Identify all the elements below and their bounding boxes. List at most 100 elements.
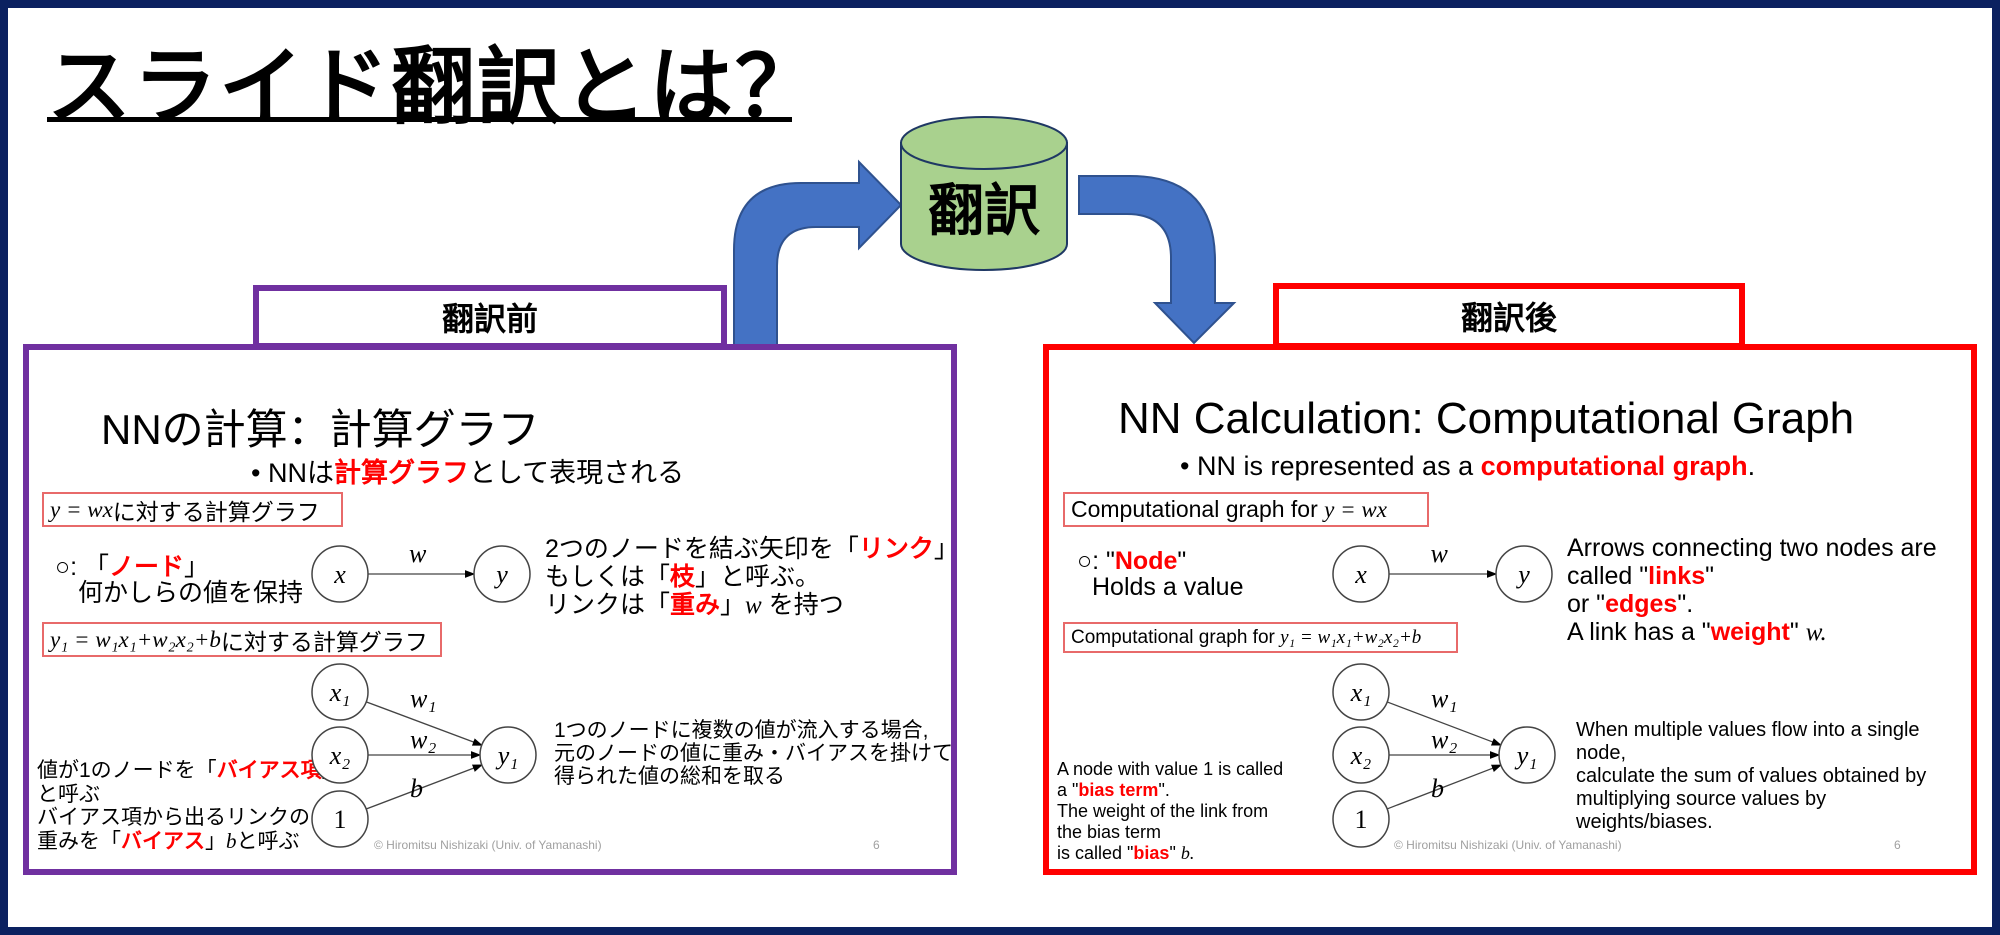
text: Computational graph for (1071, 496, 1318, 522)
text: ". (1677, 590, 1694, 618)
text: に対する計算グラフ (220, 628, 428, 655)
after-page-number: 6 (1894, 838, 1901, 852)
text: を持つ (768, 591, 844, 619)
text: a " (1057, 780, 1079, 800)
variable: w (745, 592, 762, 619)
highlight: 枝 (670, 563, 696, 591)
formula-box-multi: Computational graph for y₁ = w₁x₁+w₂x₂+b (1063, 622, 1458, 653)
highlight: bias (1133, 843, 1170, 863)
formula: y₁ = w₁x₁+w₂x₂+b (50, 626, 221, 652)
highlight: ノード (109, 553, 185, 581)
text: is called " (1057, 843, 1134, 863)
text: node, (1576, 742, 1627, 764)
variable: b (226, 828, 237, 853)
text: A link has a " (1567, 618, 1711, 646)
text: リンクは「 (545, 591, 671, 619)
text: 得られた値の総和を取る (554, 765, 785, 788)
text: multiplying source values by (1576, 788, 1827, 810)
arrow-from-translator (1078, 175, 1237, 345)
text: 値が1のノードを「 (37, 759, 217, 782)
link-description: Arrows connecting two nodes are called "… (1567, 534, 1937, 647)
formula: y₁ = w₁x₁+w₂x₂+b (1280, 626, 1422, 648)
text: バイアス項から出るリンクの (37, 806, 310, 829)
formula-box-multi: y₁ = w₁x₁+w₂x₂+b に対する計算グラフ (42, 622, 442, 657)
text: ○: 「 (55, 553, 109, 581)
before-label: 翻訳前 (253, 285, 727, 349)
bias-description: A node with value 1 is called a "bias te… (1057, 759, 1283, 864)
formula-box-simple: Computational graph for y = wx (1063, 492, 1429, 527)
node-description: 何かしらの値を保持 (78, 579, 304, 607)
text: 1つのノードに複数の値が流入する場合, (554, 719, 929, 742)
variable: w. (1805, 619, 1827, 646)
text: • NN is represented as a (1180, 451, 1481, 481)
text: 」 (205, 829, 226, 853)
text: • NNは (251, 458, 334, 488)
text: weights/biases. (1576, 811, 1713, 833)
highlight: バイアス (121, 829, 205, 853)
after-label-text: 翻訳後 (1460, 300, 1557, 336)
title-underline (47, 117, 792, 122)
text: 」 (720, 591, 746, 619)
text: ○: " (1077, 547, 1115, 575)
text: に対する計算グラフ (112, 498, 320, 525)
translator-label: 翻訳 (928, 179, 1040, 242)
before-label-text: 翻訳前 (441, 301, 538, 337)
text: Arrows connecting two nodes are (1567, 534, 1937, 562)
node-definition: ○: 「ノード」 (55, 547, 209, 583)
bias-description: 値が1のノードを「バイアス項」 と呼ぶ バイアス項から出るリンクの 重みを「バイ… (37, 759, 343, 853)
text: と呼ぶ (37, 782, 100, 806)
after-label: 翻訳後 (1273, 283, 1745, 349)
text: 」 (184, 553, 210, 581)
after-bullet: • NN is represented as a computational g… (1180, 451, 1755, 482)
highlight: Node (1114, 547, 1178, 575)
before-heading: NNの計算：計算グラフ (101, 406, 540, 453)
text: ". (1158, 780, 1170, 800)
highlight: bias term (1078, 780, 1159, 800)
before-slide (23, 344, 957, 875)
node-definition: ○: "Node" (1077, 547, 1186, 576)
formula: y = wx (50, 496, 113, 522)
before-page-number: 6 (873, 838, 880, 852)
text: と呼ぶ (236, 829, 300, 853)
node-description: Holds a value (1092, 573, 1244, 601)
highlight: リンク (858, 535, 934, 563)
text: the bias term (1057, 822, 1162, 842)
text: Computational graph for (1071, 626, 1275, 648)
text: 2つのノードを結ぶ矢印を「 (545, 535, 859, 563)
text: として表現される (468, 458, 685, 488)
multi-input-description: When multiple values flow into a single … (1576, 719, 1926, 834)
before-bullet: • NNは計算グラフとして表現される (251, 451, 684, 490)
text: A node with value 1 is called (1057, 759, 1284, 779)
text: . (1747, 451, 1756, 481)
translator-cylinder (900, 116, 1068, 271)
text: " (1177, 547, 1187, 575)
text: 」 (321, 759, 343, 782)
highlight: computational graph (1480, 451, 1748, 481)
text: The weight of the link from (1057, 801, 1269, 821)
highlight: edges (1605, 590, 1678, 618)
before-footer: © Hiromitsu Nishizaki (Univ. of Yamanash… (374, 838, 602, 852)
multi-input-description: 1つのノードに複数の値が流入する場合, 元のノードの値に重み・バイアスを掛けて … (554, 719, 953, 788)
text: " (1169, 843, 1181, 863)
text: or " (1567, 590, 1606, 618)
text: " (1789, 618, 1806, 646)
text: calculate the sum of values obtained by (1576, 765, 1927, 787)
highlight: 計算グラフ (333, 458, 469, 488)
link-description: 2つのノードを結ぶ矢印を「リンク」 もしくは「枝」と呼ぶ。 リンクは「重み」w … (545, 535, 959, 620)
variable: b. (1180, 843, 1195, 863)
highlight: links (1648, 562, 1706, 590)
text: called " (1567, 562, 1649, 590)
arrow-to-translator (733, 159, 903, 348)
highlight: バイアス項 (216, 759, 322, 782)
after-footer: © Hiromitsu Nishizaki (Univ. of Yamanash… (1394, 838, 1622, 852)
text: When multiple values flow into a single (1576, 719, 1920, 741)
text: 」 (933, 535, 959, 563)
highlight: weight (1710, 618, 1790, 646)
formula-box-simple: y = wx に対する計算グラフ (42, 492, 343, 527)
text: 重みを「 (37, 829, 121, 853)
text: 」と呼ぶ。 (695, 563, 821, 591)
highlight: 重み (670, 591, 721, 619)
after-slide (1043, 344, 1977, 875)
text: もしくは「 (545, 563, 671, 591)
